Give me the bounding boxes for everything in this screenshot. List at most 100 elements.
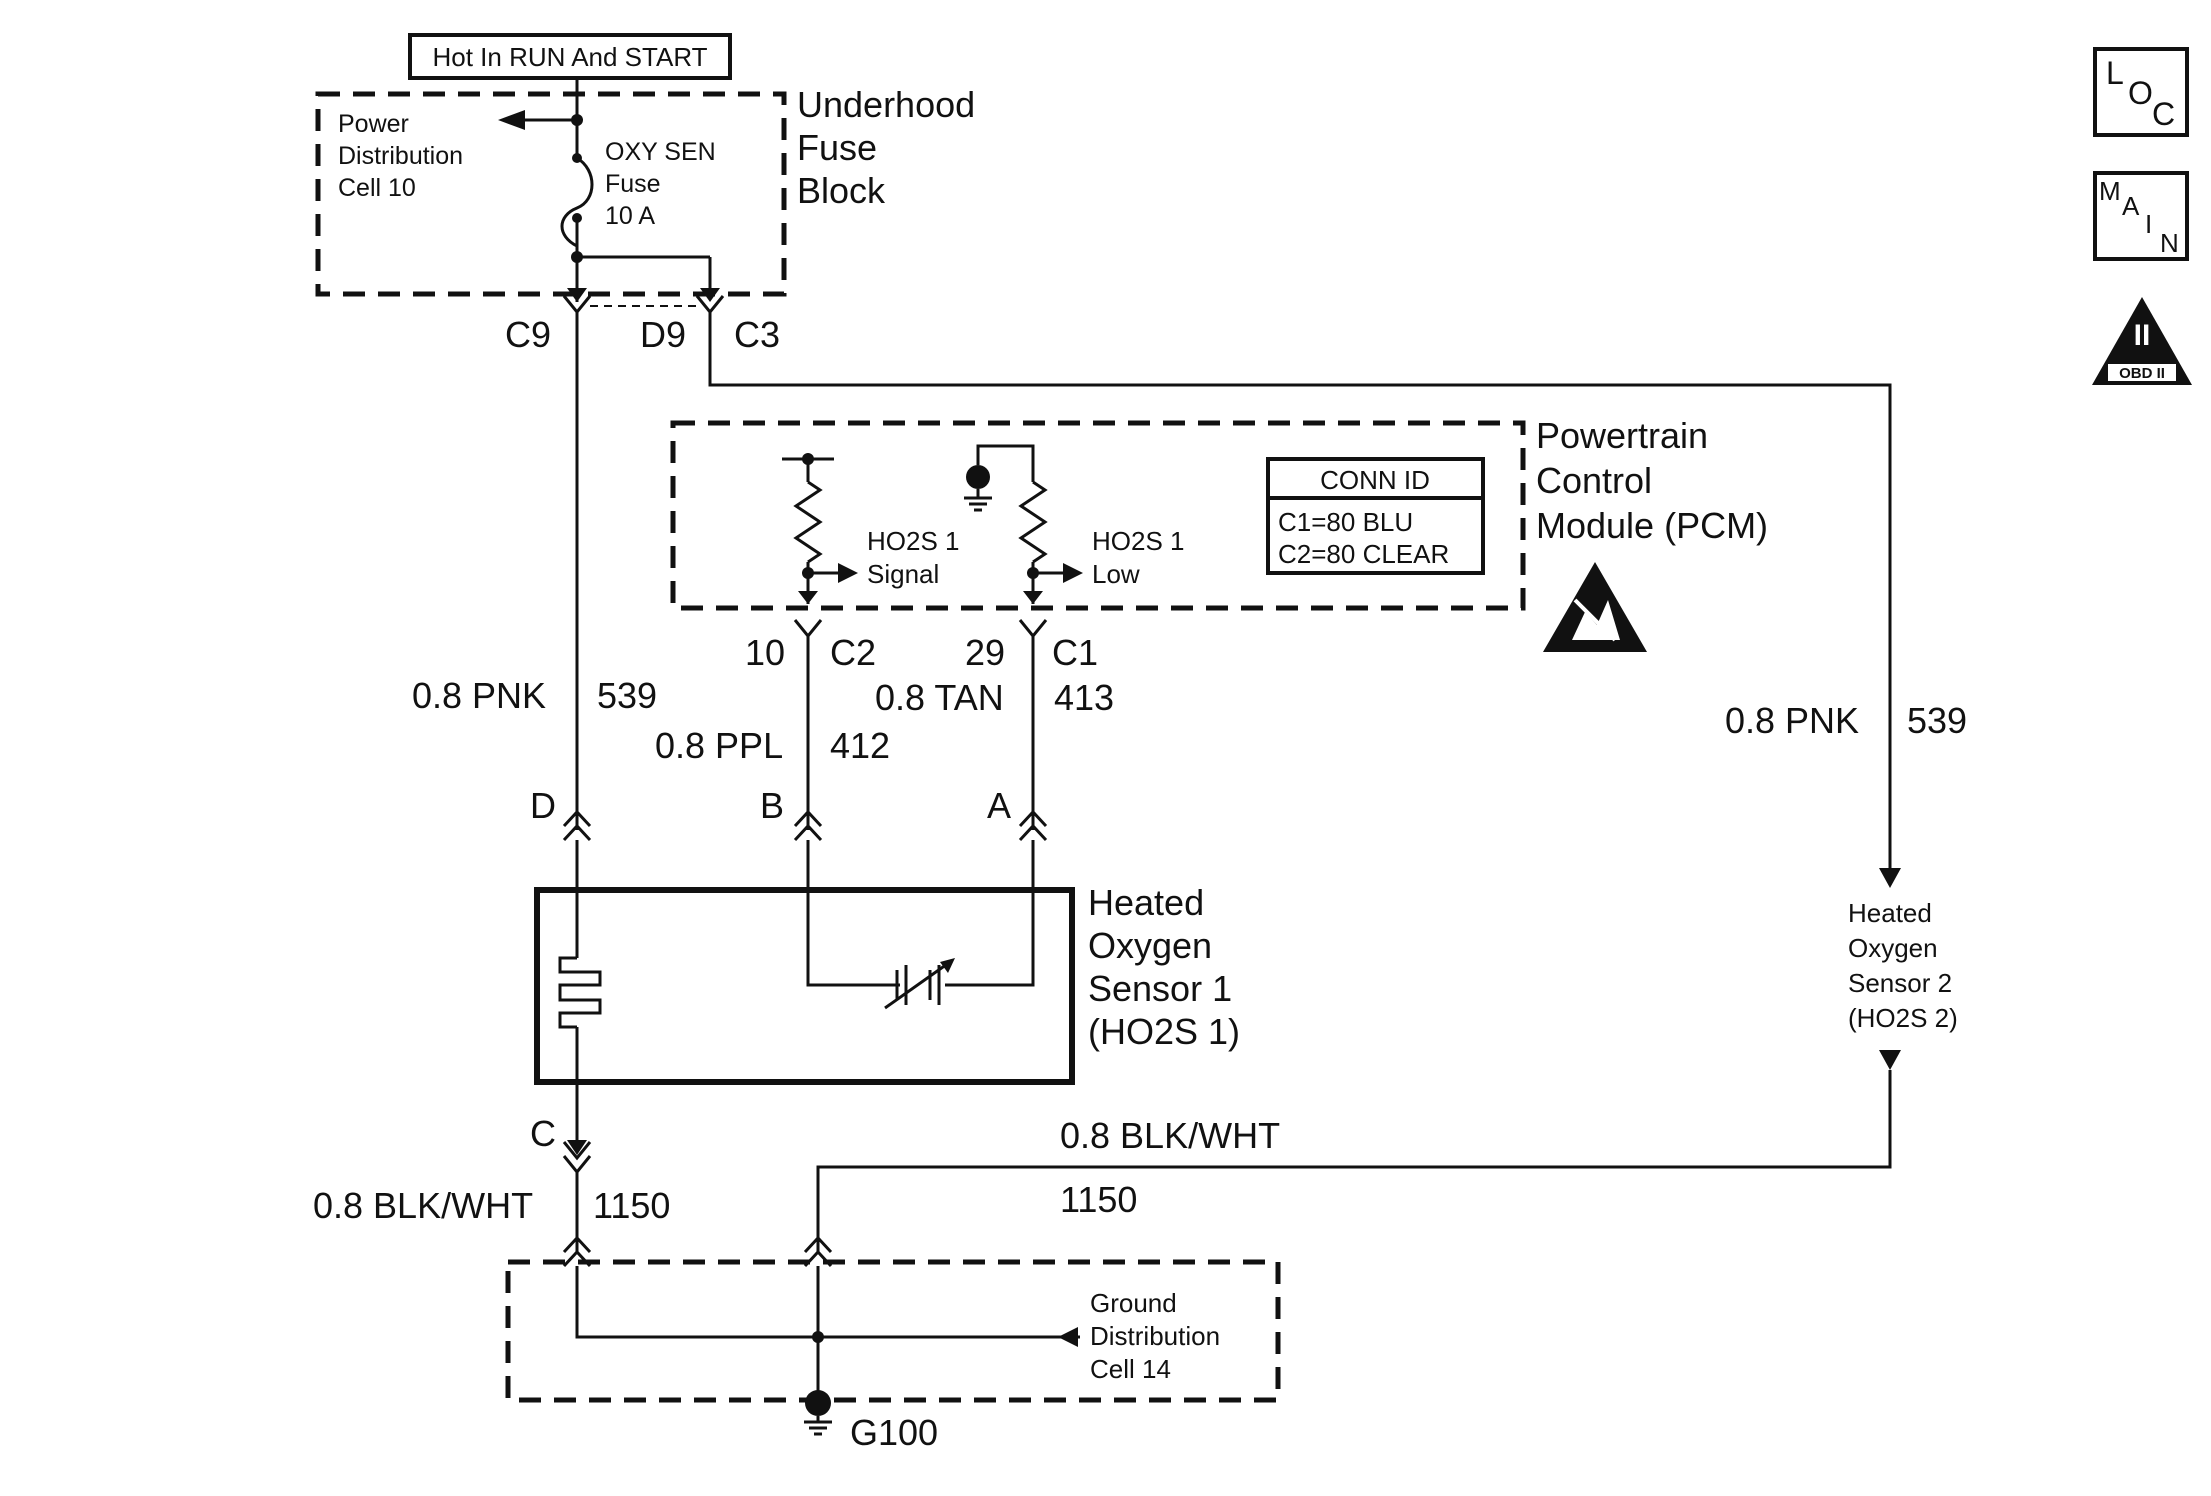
arrow-right-icon (1063, 563, 1083, 583)
ground-connector-2 (803, 1235, 833, 1254)
pcm-title-1: Powertrain (1536, 415, 1708, 456)
variable-arrow-line (884, 960, 951, 1010)
signal-label-2: Signal (867, 559, 939, 589)
conn-id-table: CONN ID C1=80 BLU C2=80 CLEAR (1266, 457, 1485, 575)
wire-ppl-gauge: 0.8 PPL (655, 725, 783, 766)
ground-dist-line-1: Ground (1090, 1288, 1177, 1318)
underhood-fuse-block: Underhood Fuse Block Power Distribution … (315, 78, 975, 302)
sensor1-title-4: (HO2S 1) (1088, 1011, 1240, 1052)
svg-text:A: A (2122, 191, 2140, 221)
pin-29-label: 29 (965, 632, 1005, 673)
variable-arrow-icon (940, 958, 955, 973)
signal-resistor (793, 480, 823, 564)
signal-label-1: HO2S 1 (867, 526, 960, 556)
svg-text:M: M (2099, 176, 2121, 206)
sensor1-title-2: Oxygen (1088, 925, 1212, 966)
wire-pnk-right-circuit: 539 (1907, 700, 1967, 741)
fuse-block-title-3: Block (797, 170, 886, 211)
wire-blkwht-right-gauge: 0.8 BLK/WHT (1060, 1115, 1280, 1156)
sensor2-title-2: Oxygen (1848, 933, 1938, 963)
svg-text:OBD II: OBD II (2119, 365, 2165, 382)
pcm-title-2: Control (1536, 460, 1652, 501)
fuse-label-1: OXY SEN (605, 138, 716, 166)
conn-id-title: CONN ID (1320, 465, 1430, 495)
ground-id-label: G100 (850, 1412, 938, 1453)
arrow-right-icon (838, 563, 858, 583)
wire-blkwht-right-circuit: 1150 (1060, 1179, 1137, 1220)
loc-icon[interactable]: L O C (2093, 47, 2189, 137)
heated-oxygen-sensor-2: Heated Oxygen Sensor 2 (HO2S 2) (1848, 898, 1958, 1070)
splice-dot (812, 1331, 824, 1343)
arrow-down-icon (700, 288, 720, 302)
heater-element-icon (558, 956, 602, 1029)
sensor2-title-1: Heated (1848, 898, 1932, 928)
fuse-label-3: 10 A (605, 202, 655, 230)
pcm-module: Powertrain Control Module (PCM) CONN ID … (670, 415, 1768, 611)
svg-text:N: N (2160, 228, 2179, 258)
terminal-b-label: B (760, 785, 784, 826)
svg-text:O: O (2128, 75, 2153, 111)
arrow-down-icon (1023, 591, 1043, 604)
internal-ground-icon (966, 465, 990, 489)
pin-10-label: 10 (745, 632, 785, 673)
connector-c2-label: C2 (830, 632, 876, 673)
power-dist-line-3: Cell 10 (338, 174, 416, 202)
arrow-down-icon (1879, 1050, 1901, 1070)
hot-in-run-start-label: Hot In RUN And START (432, 42, 707, 72)
wire-pnk-right-gauge: 0.8 PNK (1725, 700, 1859, 741)
ground-icon (805, 1390, 831, 1416)
conn-id-line-1: C1=80 BLU (1278, 507, 1413, 537)
connector-c1-label: C1 (1052, 632, 1098, 673)
wire-blkwht-left-gauge: 0.8 BLK/WHT (313, 1185, 533, 1226)
low-label-1: HO2S 1 (1092, 526, 1185, 556)
ground-dist-line-3: Cell 14 (1090, 1354, 1171, 1384)
hot-in-run-start-box: Hot In RUN And START (408, 33, 732, 80)
wire-pnk-left-gauge: 0.8 PNK (412, 675, 546, 716)
fuse-block-title-1: Underhood (797, 84, 975, 125)
connector-d9-label: D9 (640, 314, 686, 355)
wire-blkwht-left-circuit: 1150 (593, 1185, 670, 1226)
svg-text:II: II (2134, 319, 2151, 352)
pcm-title-3: Module (PCM) (1536, 505, 1768, 546)
main-icon[interactable]: M A I N (2093, 171, 2189, 261)
wire-pnk-left-circuit: 539 (597, 675, 657, 716)
obd-ii-icon[interactable]: II OBD II (2092, 297, 2192, 385)
wire-ppl-circuit: 412 (830, 725, 890, 766)
arrow-down-icon (1879, 868, 1901, 888)
arrow-left-icon (498, 110, 525, 130)
wire-tan-gauge: 0.8 TAN (875, 677, 1004, 718)
svg-text:C: C (2152, 96, 2175, 132)
terminal-d-label: D (530, 785, 556, 826)
connector-c3-label: C3 (734, 314, 780, 355)
low-label-2: Low (1092, 559, 1140, 589)
power-dist-line-1: Power (338, 110, 409, 138)
ground-distribution: Ground Distribution Cell 14 G100 (505, 1259, 1281, 1453)
power-dist-line-2: Distribution (338, 142, 463, 170)
fuse-label-2: Fuse (605, 170, 661, 198)
svg-text:L: L (2106, 55, 2124, 91)
sensor1-terminal-b: B (760, 785, 823, 842)
conn-id-line-2: C2=80 CLEAR (1278, 539, 1449, 569)
sensor1-title-1: Heated (1088, 882, 1204, 923)
heated-oxygen-sensor-1: Heated Oxygen Sensor 1 (HO2S 1) (534, 840, 1240, 1148)
sensor2-title-3: Sensor 2 (1848, 968, 1952, 998)
terminal-c-label: C (530, 1113, 556, 1154)
sensor1-terminal-c: C (530, 1113, 592, 1161)
low-resistor (1018, 480, 1048, 564)
ground-connector-1 (562, 1235, 592, 1254)
connector-c3: D9 C3 (640, 295, 780, 355)
fuse-block-title-2: Fuse (797, 127, 877, 168)
esd-warning-icon (1543, 562, 1647, 652)
arrow-down-icon (798, 591, 818, 604)
connector-c2: 10 C2 (745, 619, 876, 673)
terminal-a-label: A (987, 785, 1011, 826)
sensor1-terminal-d: D (530, 785, 592, 842)
ground-dist-line-2: Distribution (1090, 1321, 1220, 1351)
sensor2-title-4: (HO2S 2) (1848, 1003, 1958, 1033)
sensor1-title-3: Sensor 1 (1088, 968, 1232, 1009)
wire-tan-circuit: 413 (1054, 677, 1114, 718)
arrow-down-icon (567, 288, 587, 302)
arrow-left-icon (1058, 1327, 1078, 1347)
sensor1-terminal-a: A (987, 785, 1048, 842)
